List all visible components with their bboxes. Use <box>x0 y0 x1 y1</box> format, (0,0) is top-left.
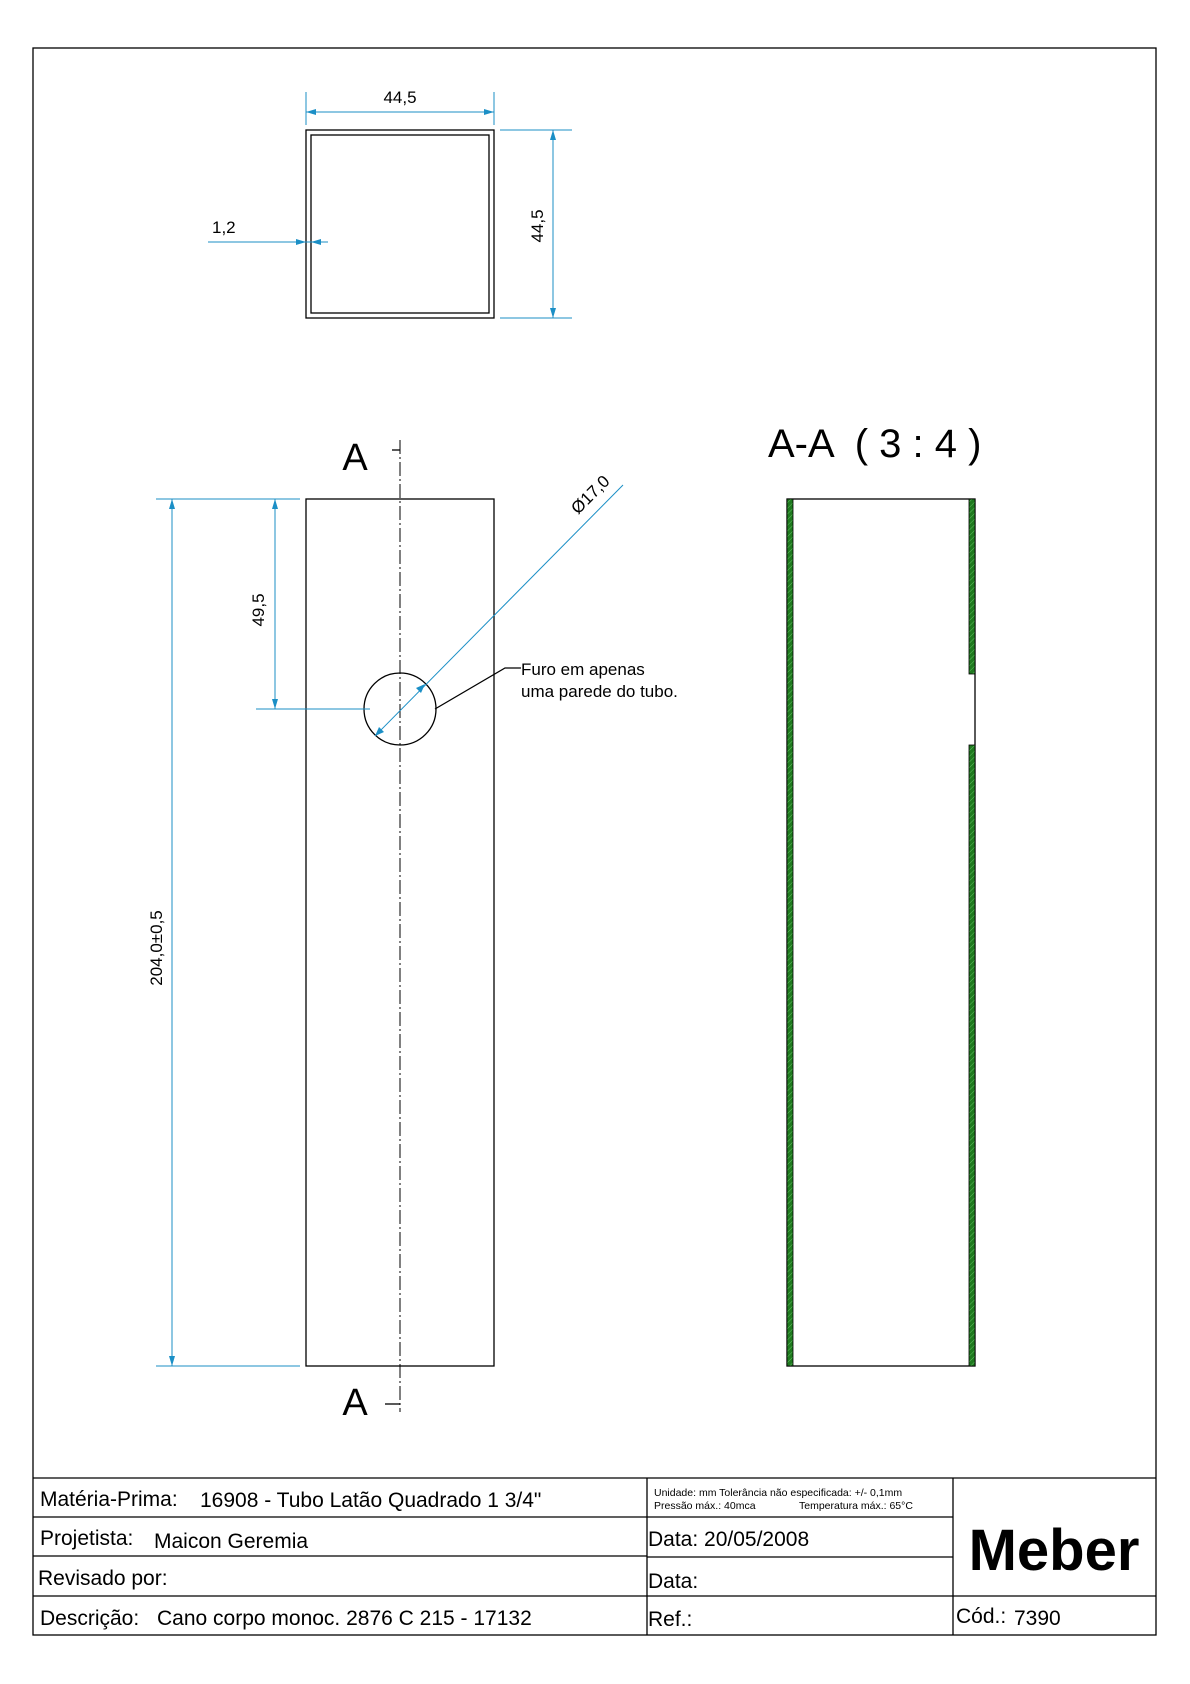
ref-label: Ref.: <box>648 1608 692 1631</box>
section-mark-top: A <box>342 437 368 479</box>
cod-label: Cód.: <box>956 1605 1006 1628</box>
width-dimension: 44,5 <box>383 88 416 107</box>
drawing-frame <box>32 47 1157 1636</box>
left-wall-hatch <box>786 498 794 1367</box>
company-logo: Meber <box>969 1518 1140 1583</box>
hole-note-line2: uma parede do tubo. <box>521 682 678 701</box>
descricao-label: Descrição: <box>40 1607 139 1630</box>
section-mark-bottom: A <box>342 1382 368 1424</box>
height-dimension: 44,5 <box>528 209 547 242</box>
section-title: A-A ( 3 : 4 ) <box>768 422 981 466</box>
length-dimension: 204,0±0,5 <box>147 910 166 986</box>
cod-value: 7390 <box>1014 1607 1061 1630</box>
title-block: Matéria-Prima: 16908 - Tubo Latão Quadra… <box>33 1477 1156 1635</box>
top-view: 44,5 44,5 1,2 <box>208 88 572 319</box>
notes-line2b: Temperatura máx.: 65°C <box>799 1500 913 1512</box>
hole-note-line1: Furo em apenas <box>521 660 645 679</box>
notes-line2a: Pressão máx.: 40mca <box>654 1500 756 1512</box>
tube-inner-profile <box>310 134 490 314</box>
front-view: A A 49,5 204,0±0,5 Ø17,0 Furo em apenas … <box>147 437 678 1424</box>
section-view: A-A ( 3 : 4 ) <box>768 422 981 1367</box>
data-projeto: Data: 20/05/2008 <box>648 1528 809 1551</box>
wall-thickness-dimension: 1,2 <box>212 218 236 237</box>
notes-line1: Unidade: mm Tolerância não especificada:… <box>654 1487 902 1499</box>
projetista-value: Maicon Geremia <box>154 1530 308 1553</box>
right-wall-hatch-lower <box>968 744 976 1367</box>
revisado-label: Revisado por: <box>38 1567 168 1590</box>
descricao-value: Cano corpo monoc. 2876 C 215 - 17132 <box>157 1607 532 1630</box>
tube-outer-profile <box>305 129 495 319</box>
hole-diameter-dimension: Ø17,0 <box>567 472 613 518</box>
data-revisao: Data: <box>648 1570 698 1593</box>
materia-prima-value: 16908 - Tubo Latão Quadrado 1 3/4" <box>200 1489 541 1512</box>
materia-prima-label: Matéria-Prima: <box>40 1488 178 1511</box>
right-wall-hatch-upper <box>968 498 976 675</box>
hole-position-dimension: 49,5 <box>249 593 268 626</box>
projetista-label: Projetista: <box>40 1527 133 1550</box>
section-outline <box>786 498 976 1367</box>
